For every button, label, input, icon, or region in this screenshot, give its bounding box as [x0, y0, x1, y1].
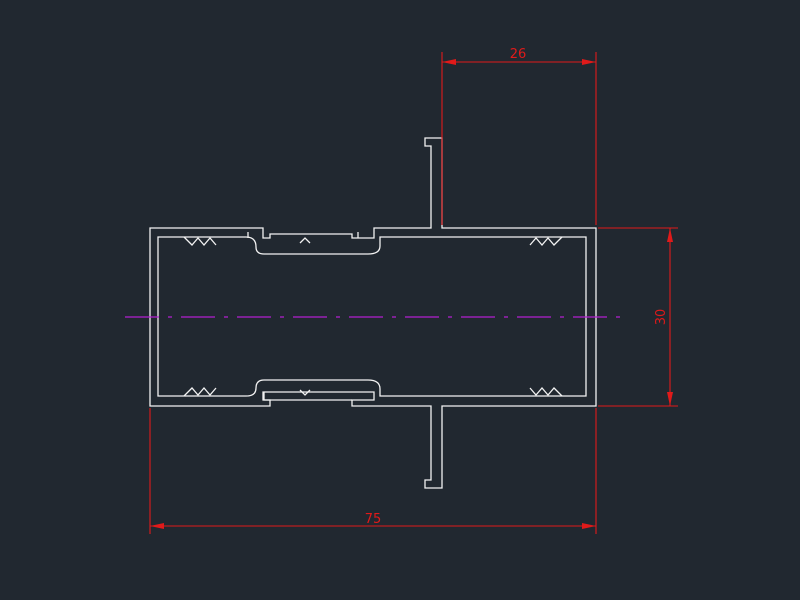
profile-outer-top — [149, 137, 597, 489]
arrow-bottom — [667, 392, 673, 406]
gasket-serration-top-left — [183, 236, 217, 246]
dimension-height[interactable]: 30 — [598, 227, 678, 407]
arrow-right — [582, 523, 596, 529]
dimension-text-75: 75 — [365, 512, 382, 527]
arrow-left — [442, 59, 456, 65]
bottom-notch — [299, 389, 311, 396]
profile-inner-cavity — [157, 236, 587, 397]
dimension-total-width[interactable]: 75 — [149, 408, 597, 534]
gasket-serration-bottom-left — [183, 387, 217, 397]
top-notch — [299, 237, 311, 244]
dimension-flange-offset[interactable]: 26 — [441, 47, 597, 225]
arrow-right — [582, 59, 596, 65]
arrow-left — [150, 523, 164, 529]
dimension-text-26: 26 — [510, 47, 527, 62]
top-lip-left — [247, 232, 359, 238]
dimension-text-30: 30 — [654, 309, 669, 326]
bottom-flange-slot — [263, 392, 352, 401]
gasket-serration-bottom-right — [529, 387, 563, 397]
gasket-serration-top-right — [529, 236, 563, 246]
arrow-top — [667, 228, 673, 242]
